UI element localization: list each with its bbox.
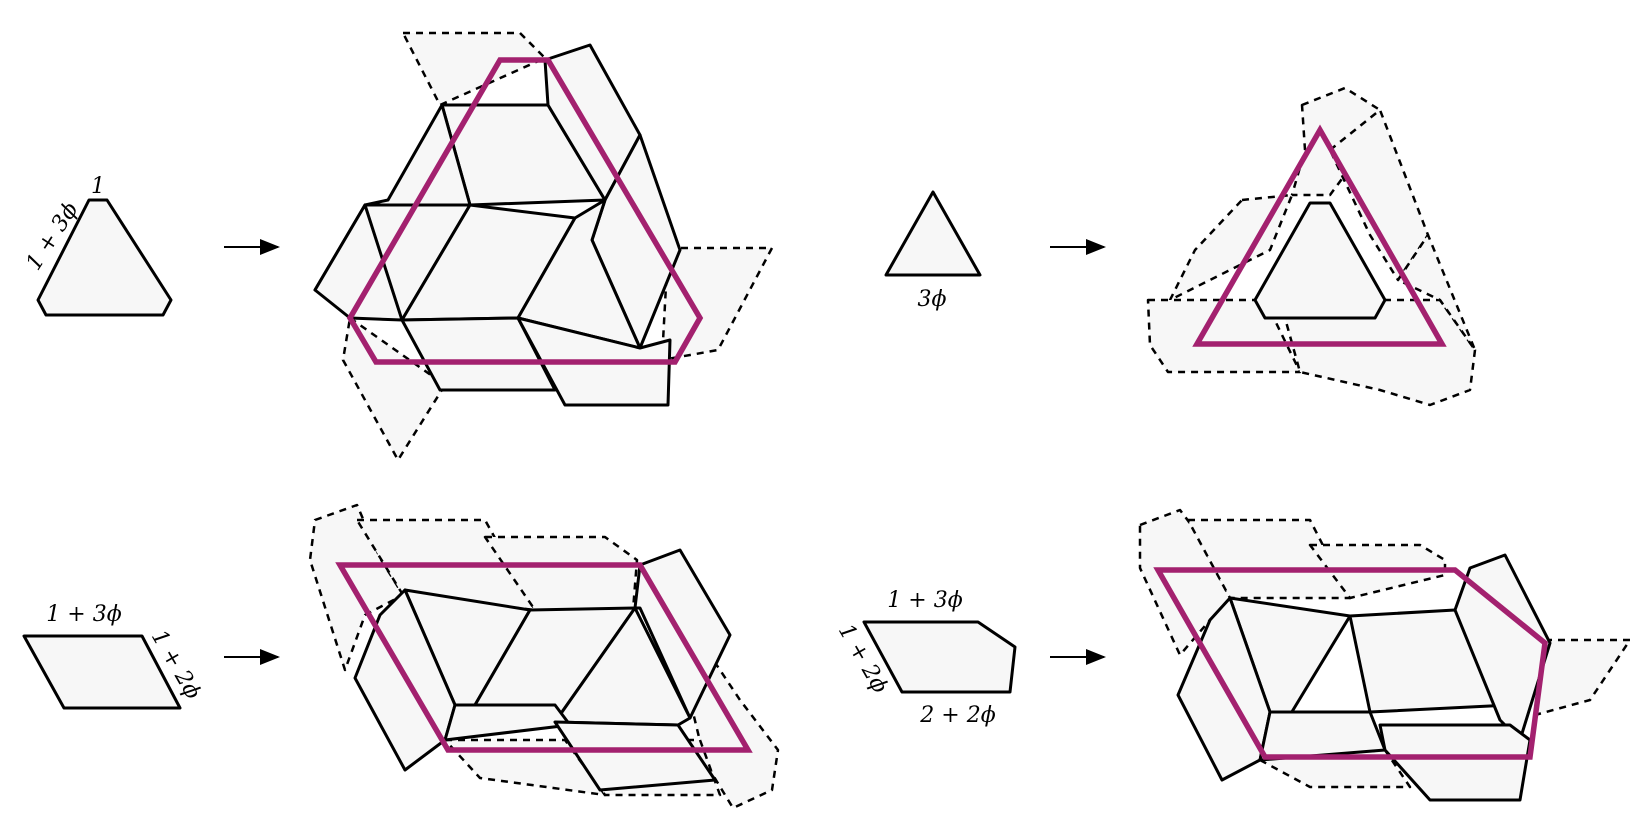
hexagon-supertile-outline [346,57,704,365]
ghost-tile [1396,233,1477,352]
panel-pentagon: 1 + 3ϕ 1 + 2ϕ 2 + 2ϕ [833,508,1632,802]
triangle-bottom-label: 3ϕ [918,287,947,312]
ghost-tile [1533,638,1632,717]
panel-rhombus: 1 + 3ϕ 1 + 2ϕ [22,503,780,810]
triangle-supertile-outline [1192,124,1447,347]
pentagon-prototile [862,620,1017,694]
rhombus-top-label: 1 + 3ϕ [46,602,121,627]
tile [1378,723,1532,802]
ghost-tile [660,246,774,362]
ghost-tile [1146,298,1302,374]
panel-triangle: 3ϕ [884,86,1477,407]
pentagon-top-label: 1 + 3ϕ [887,588,962,613]
tile [313,203,404,322]
ghost-tile [483,535,639,612]
pentagon-bottom-label: 2 + 2ϕ [919,703,995,728]
ghost-tile [308,503,405,672]
hexagon-prototile [36,198,173,317]
pentagon-supertile-outline [1153,567,1548,760]
tile [553,720,717,792]
hexagon-top-label: 1 [91,174,105,199]
tile [1258,710,1387,762]
panel-hexagon: 1 1 + 3ϕ [22,31,774,462]
tile [400,316,557,392]
rhombus-supertile-outline [335,562,753,753]
ghost-tile [401,31,547,107]
tile [443,703,572,742]
tile [1253,201,1387,320]
rhombus-prototile [22,634,182,710]
triangle-prototile [884,190,982,277]
tile [543,43,642,202]
tile [516,198,642,350]
tile [1453,553,1552,742]
